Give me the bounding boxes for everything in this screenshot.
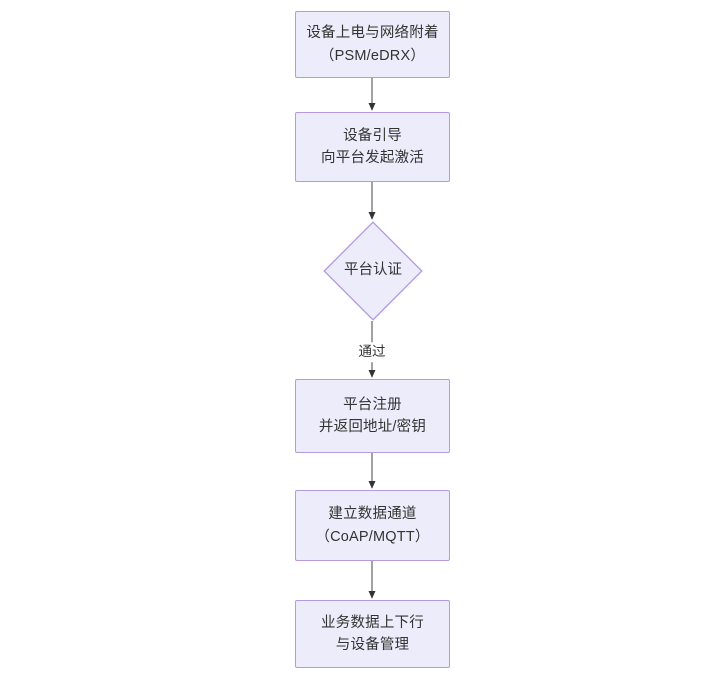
flow-node-label: 设备引导 向平台发起激活	[321, 127, 424, 166]
diamond-shape	[323, 221, 423, 321]
edge-label-text: 通过	[358, 344, 386, 360]
flow-node-establish-data-channel[interactable]: 建立数据通道 （CoAP/MQTT）	[295, 490, 450, 561]
flow-node-device-power-on[interactable]: 设备上电与网络附着 （PSM/eDRX）	[295, 11, 450, 78]
flow-node-platform-registration[interactable]: 平台注册 并返回地址/密钥	[295, 379, 450, 453]
flow-node-label: 设备上电与网络附着 （PSM/eDRX）	[306, 25, 439, 64]
flow-node-label: 业务数据上下行 与设备管理	[321, 614, 424, 653]
flow-node-label: 建立数据通道 （CoAP/MQTT）	[315, 506, 430, 545]
flow-node-label: 平台认证	[344, 262, 402, 279]
flow-node-label: 平台注册 并返回地址/密钥	[318, 396, 427, 435]
flow-node-platform-authentication[interactable]: 平台认证	[323, 221, 423, 321]
flow-node-business-data-and-device-management[interactable]: 业务数据上下行 与设备管理	[295, 600, 450, 668]
flow-node-device-bootstrap[interactable]: 设备引导 向平台发起激活	[295, 112, 450, 182]
edge-label-pass: 通过	[355, 342, 389, 362]
